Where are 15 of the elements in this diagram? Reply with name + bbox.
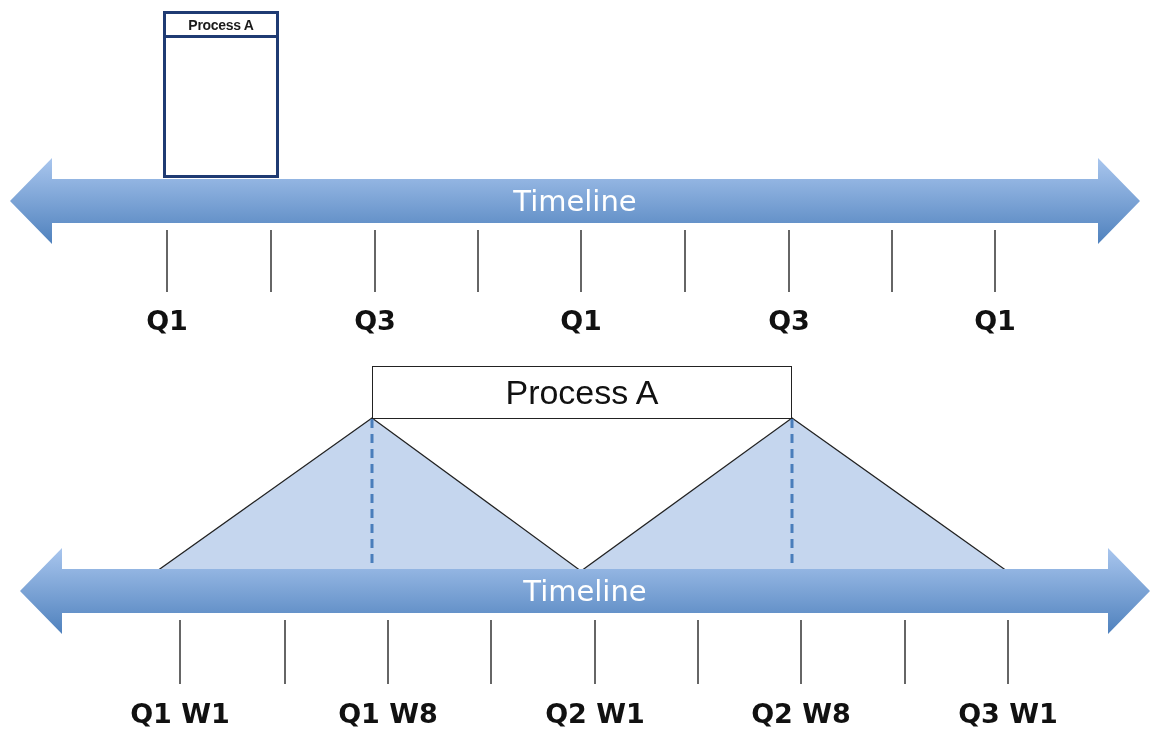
process-box	[163, 11, 279, 178]
axis-label: Q1	[560, 305, 602, 336]
axis-label: Q1	[146, 305, 188, 336]
axis-label: Q3 W1	[958, 698, 1058, 729]
timeline-label: Timeline	[523, 574, 647, 608]
axis-label: Q1 W8	[338, 698, 438, 729]
axis-label: Q3	[354, 305, 396, 336]
timeline-label: Timeline	[513, 184, 637, 218]
axis-label: Q1 W1	[130, 698, 230, 729]
axis-label: Q2 W8	[751, 698, 851, 729]
process-box: Process A	[372, 366, 792, 419]
axis-label: Q1	[974, 305, 1016, 336]
axis-label: Q2 W1	[545, 698, 645, 729]
axis-label: Q3	[768, 305, 810, 336]
process-title: Process A	[166, 14, 276, 38]
